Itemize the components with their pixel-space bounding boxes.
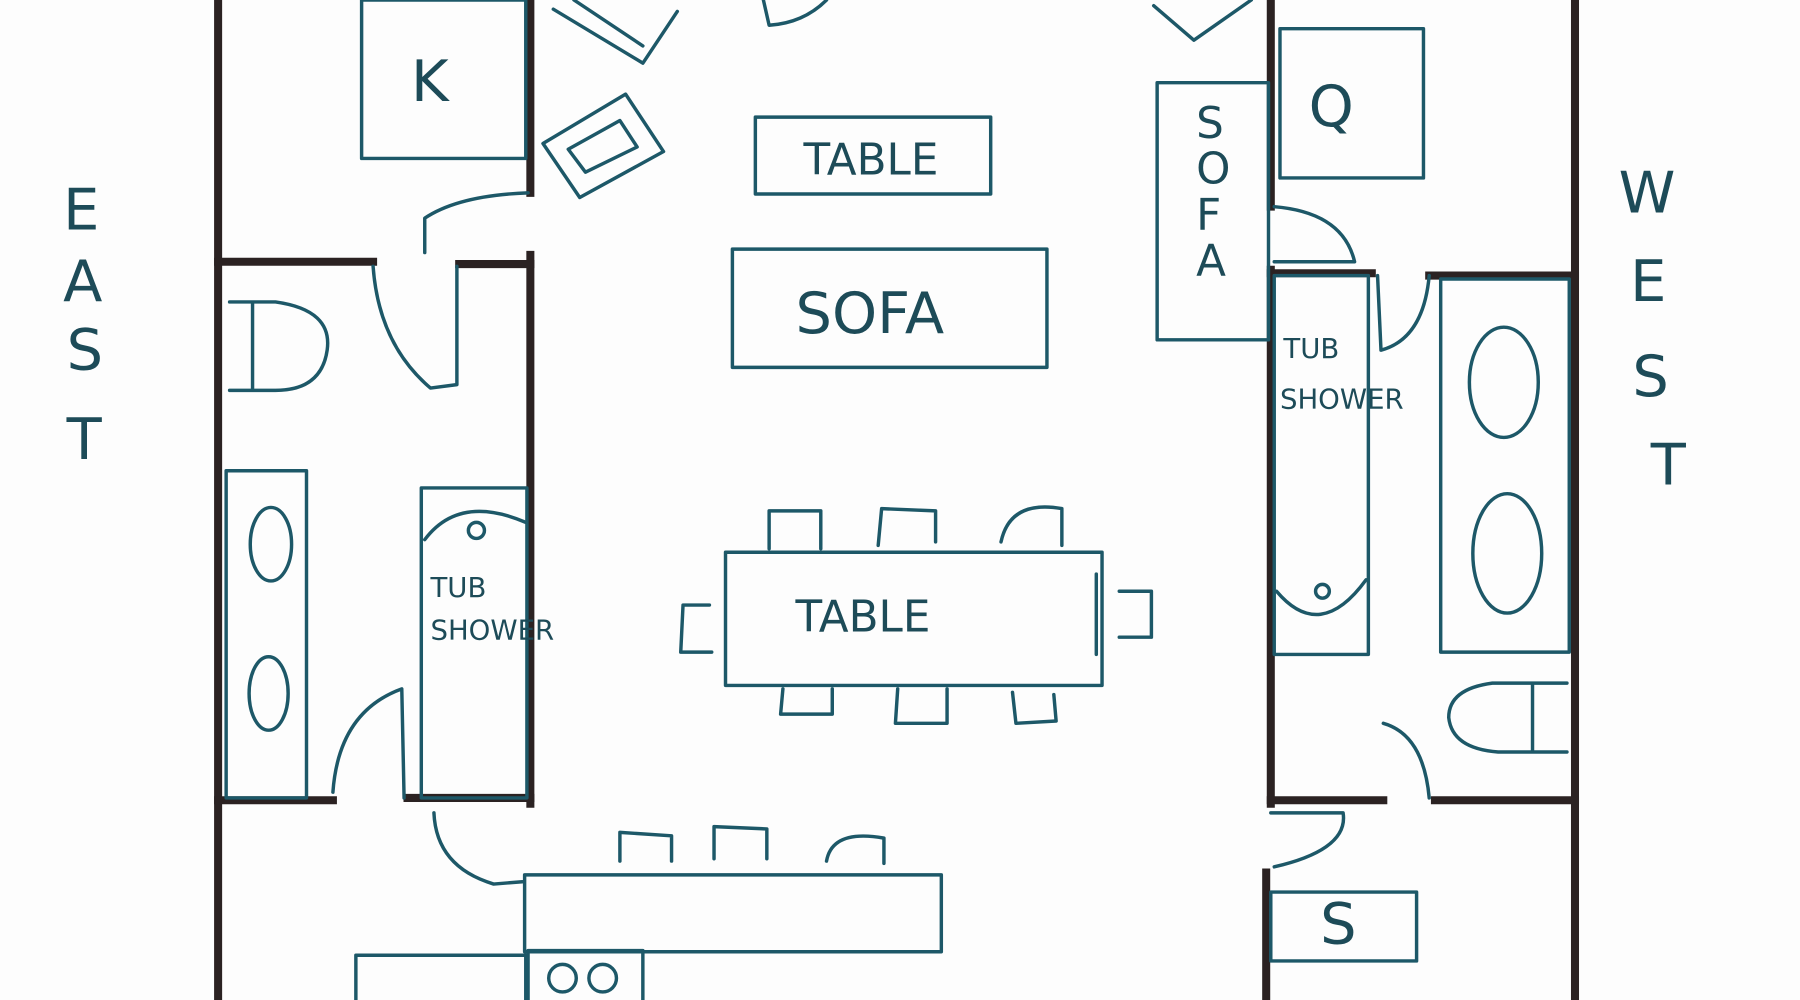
main-sofa xyxy=(730,247,1049,370)
armchair-top-left xyxy=(551,0,680,65)
side-sofa-letter: O xyxy=(1196,145,1230,195)
furniture xyxy=(224,0,1571,1000)
bed-s-label: S xyxy=(1320,891,1356,958)
chair-top xyxy=(761,0,829,27)
sink xyxy=(1471,491,1544,615)
main-sofa-label: SOFA xyxy=(796,280,945,347)
side-sofa-letter: S xyxy=(1196,99,1224,149)
bed-k-label: K xyxy=(411,48,450,115)
chair-top-right xyxy=(1151,0,1253,42)
west-letter: T xyxy=(1650,431,1687,498)
burner-icon xyxy=(587,962,619,994)
chairs-bottom xyxy=(778,687,1058,726)
burner-icon xyxy=(547,962,578,994)
door-swing xyxy=(1381,721,1431,800)
east-letter: E xyxy=(63,177,99,244)
chairs-top xyxy=(767,505,1064,551)
east-letter: S xyxy=(67,317,103,384)
door-swing xyxy=(1269,811,1346,869)
west-letter: S xyxy=(1632,343,1668,410)
counter xyxy=(354,953,528,1000)
side-sofa-letter: A xyxy=(1196,237,1226,287)
barstools xyxy=(618,824,886,866)
tub-curve xyxy=(423,509,528,542)
sink xyxy=(1467,325,1540,440)
west-letter: W xyxy=(1619,159,1676,226)
shower-label-left: SHOWER xyxy=(430,614,554,646)
shower-label-right: SHOWER xyxy=(1280,384,1404,416)
tub-shower-right xyxy=(1272,273,1371,657)
door-swing xyxy=(423,191,530,255)
coffee-table-label: TABLE xyxy=(803,136,939,186)
side-sofa xyxy=(1155,80,1271,342)
door-swing xyxy=(331,687,406,800)
tub-curve xyxy=(1274,578,1368,617)
dining-table xyxy=(723,550,1104,688)
bed-q-label: Q xyxy=(1309,73,1354,140)
tub-label-right: TUB xyxy=(1282,333,1339,365)
drain-icon xyxy=(1313,582,1332,600)
east-letter: A xyxy=(63,248,102,315)
vanity-left xyxy=(224,469,309,800)
toilet-left xyxy=(227,300,330,393)
bed-q xyxy=(1278,26,1426,180)
bed-s xyxy=(1269,890,1419,963)
side-sofa-letter: F xyxy=(1196,191,1221,241)
east-letter: T xyxy=(66,406,103,473)
tub-shower-left xyxy=(419,486,529,800)
tub-label-left: TUB xyxy=(429,572,486,604)
west-letter: E xyxy=(1630,248,1666,315)
armchair-left xyxy=(541,92,666,200)
door-swing xyxy=(432,811,525,886)
coffee-table xyxy=(753,115,993,196)
kitchen-island xyxy=(522,873,944,954)
sink xyxy=(248,505,294,583)
stove xyxy=(526,948,645,1000)
toilet-right xyxy=(1447,681,1569,754)
bed-k xyxy=(359,0,528,161)
chairs-sides xyxy=(679,572,1154,657)
labels: K Q S TABLE SOFA S O F A TABLE TUB SHOWE… xyxy=(63,48,1687,958)
dining-table-label: TABLE xyxy=(795,592,931,642)
drain-icon xyxy=(466,520,487,541)
vanity-right xyxy=(1438,277,1571,654)
door-swing xyxy=(371,264,459,390)
door-swing xyxy=(1272,204,1357,264)
door-swing xyxy=(1375,273,1431,352)
sink xyxy=(247,654,290,732)
